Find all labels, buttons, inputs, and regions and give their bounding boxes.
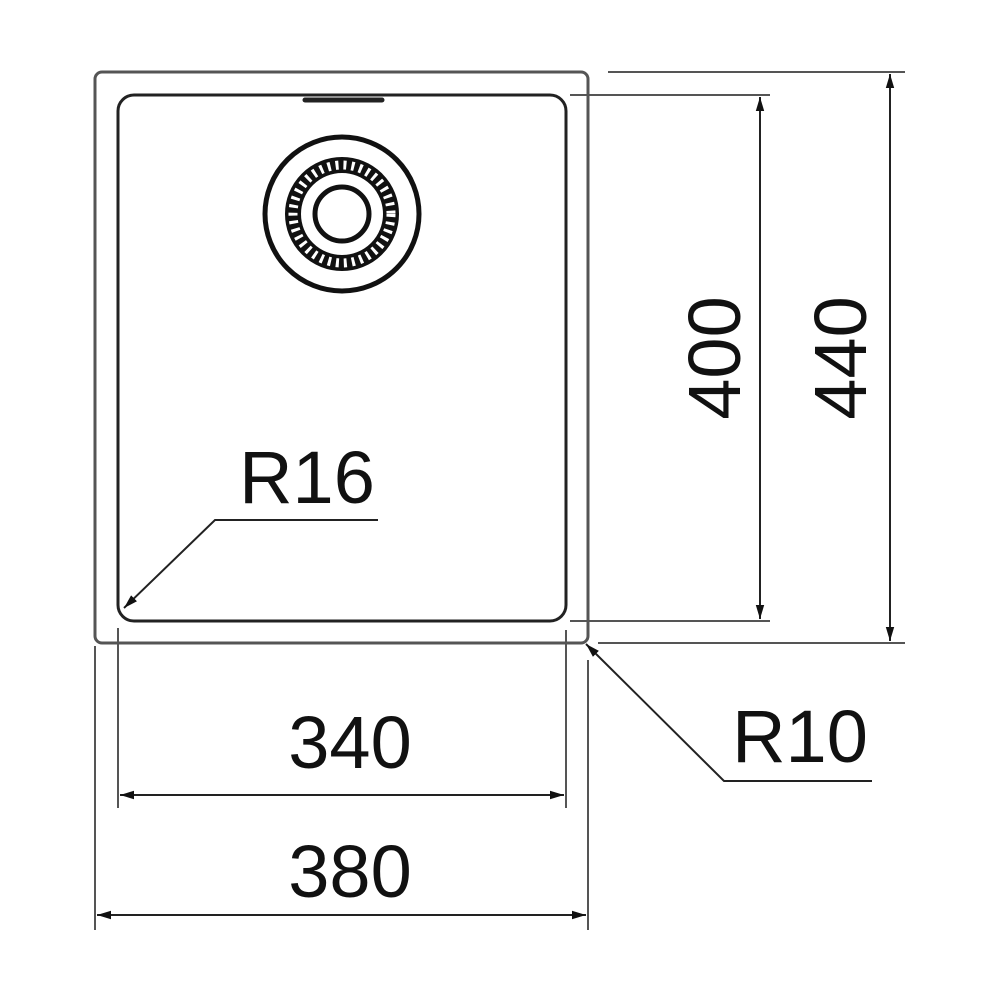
label-r10: R10	[732, 695, 868, 778]
leader-r10	[585, 643, 872, 782]
label-380: 380	[288, 830, 411, 913]
label-r16: R16	[239, 436, 375, 519]
leader-r16	[123, 519, 378, 609]
sink-bowl	[116, 93, 568, 623]
label-400: 400	[673, 296, 756, 419]
sink-outer-rim	[93, 70, 590, 645]
drain-icon	[262, 134, 422, 294]
label-340: 340	[288, 701, 411, 784]
label-440: 440	[799, 296, 882, 419]
extension-lines	[94, 71, 905, 930]
